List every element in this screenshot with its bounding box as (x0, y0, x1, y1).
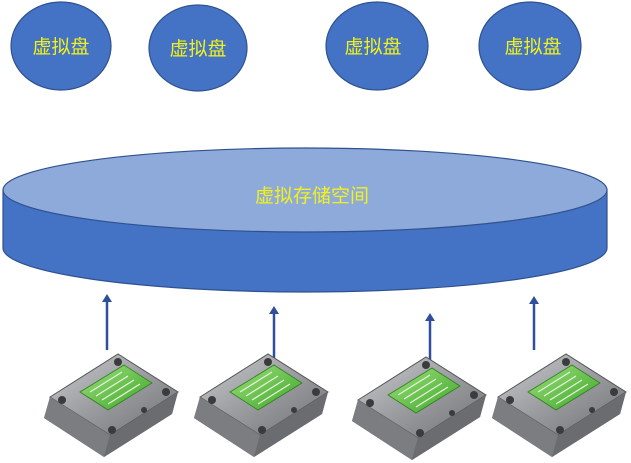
arrow-2 (269, 306, 279, 360)
virtual-disk-4: 虚拟盘 (478, 1, 582, 91)
virtual-disk-label: 虚拟盘 (32, 36, 89, 58)
arrow-4 (529, 296, 539, 350)
physical-drive-2 (193, 353, 329, 458)
physical-drive-3 (351, 356, 487, 461)
virtual-storage-pool: 虚拟存储空间 (2, 147, 608, 293)
physical-drive-4 (491, 353, 627, 458)
virtual-disk-label: 虚拟盘 (504, 36, 561, 58)
virtual-disk-label: 虚拟盘 (169, 38, 226, 60)
physical-drive-1 (43, 353, 179, 458)
arrow-1 (102, 294, 112, 350)
virtual-disk-1: 虚拟盘 (10, 1, 112, 91)
virtual-disk-2: 虚拟盘 (148, 4, 248, 92)
virtual-disk-3: 虚拟盘 (325, 1, 429, 91)
virtual-disk-label: 虚拟盘 (344, 36, 401, 58)
storage-pool-label: 虚拟存储空间 (255, 185, 369, 207)
